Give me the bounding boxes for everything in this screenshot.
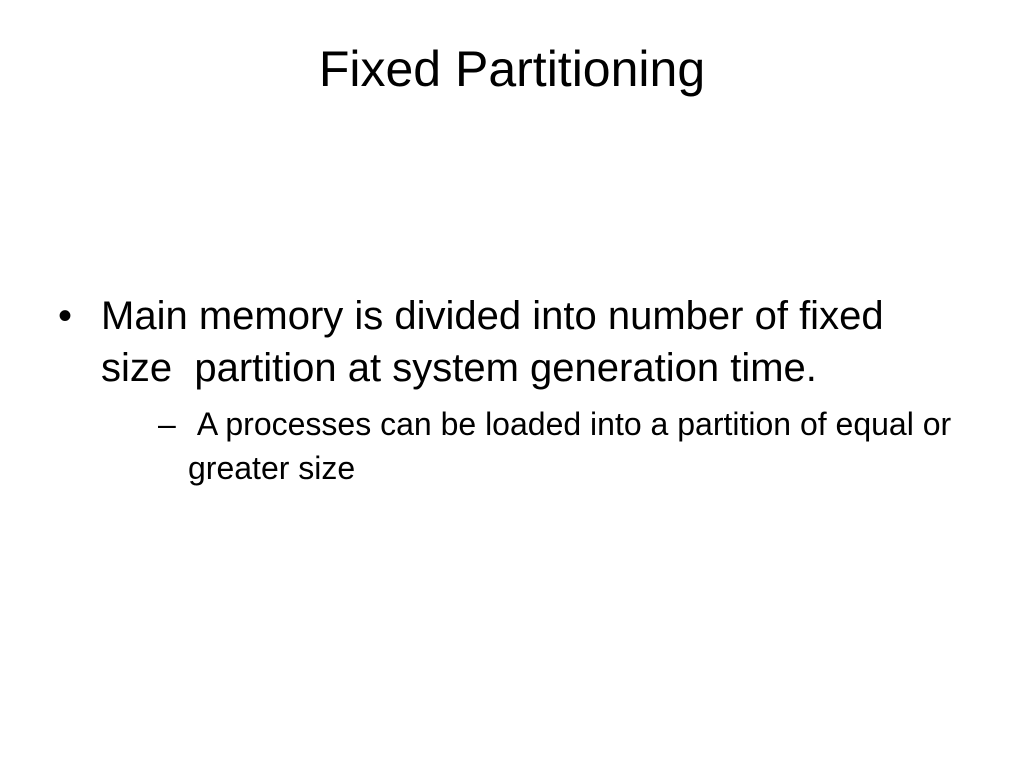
sub-bullet-marker: – xyxy=(158,406,176,442)
sub-bullet-item: – A processes can be loaded into a parti… xyxy=(158,402,958,490)
bullet-marker: • xyxy=(58,294,73,338)
bullet-text: Main memory is divided into number of fi… xyxy=(101,294,895,390)
sub-bullet-list: – A processes can be loaded into a parti… xyxy=(101,402,958,490)
sub-bullet-text: A processes can be loaded into a partiti… xyxy=(188,406,961,486)
bullet-list: • Main memory is divided into number of … xyxy=(58,290,958,490)
slide-title: Fixed Partitioning xyxy=(318,41,706,97)
bullet-item: • Main memory is divided into number of … xyxy=(58,290,958,490)
